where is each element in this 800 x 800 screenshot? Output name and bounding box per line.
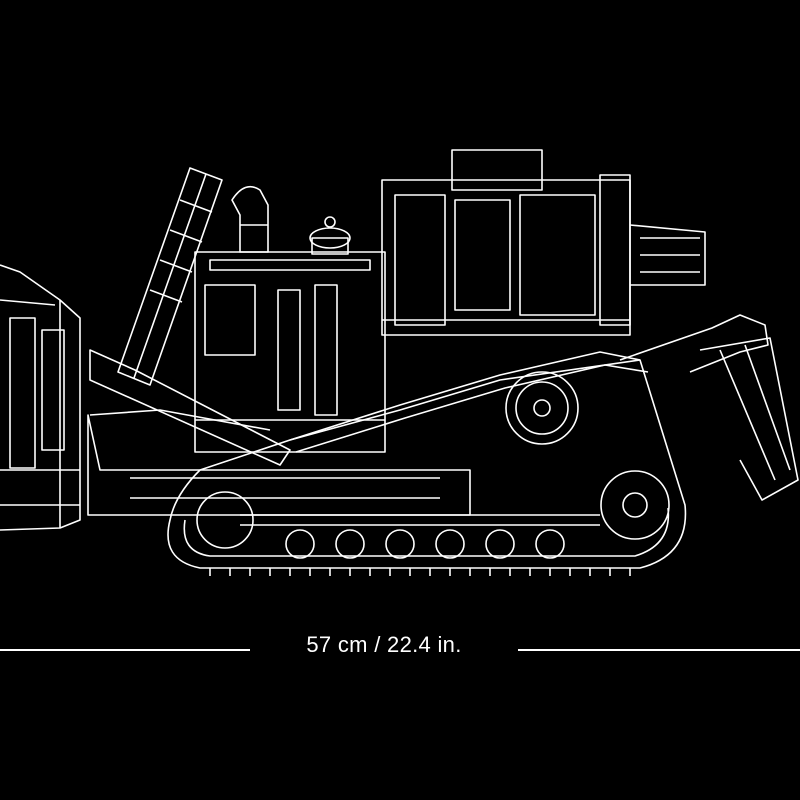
lift-cylinder xyxy=(117,167,223,386)
dimension-line-left xyxy=(0,649,250,651)
engine-hood xyxy=(194,251,386,453)
dimension-label: 57 cm / 22.4 in. xyxy=(306,632,462,657)
drive-sprocket xyxy=(505,371,579,445)
cab xyxy=(381,149,706,336)
blade xyxy=(0,264,81,531)
track xyxy=(167,359,687,576)
track-upper-chain xyxy=(289,351,649,453)
push-arm xyxy=(87,349,471,516)
exhaust-stack xyxy=(231,185,269,253)
ripper xyxy=(619,314,799,501)
dimension-line-right xyxy=(518,649,800,651)
air-cleaner xyxy=(309,216,351,255)
